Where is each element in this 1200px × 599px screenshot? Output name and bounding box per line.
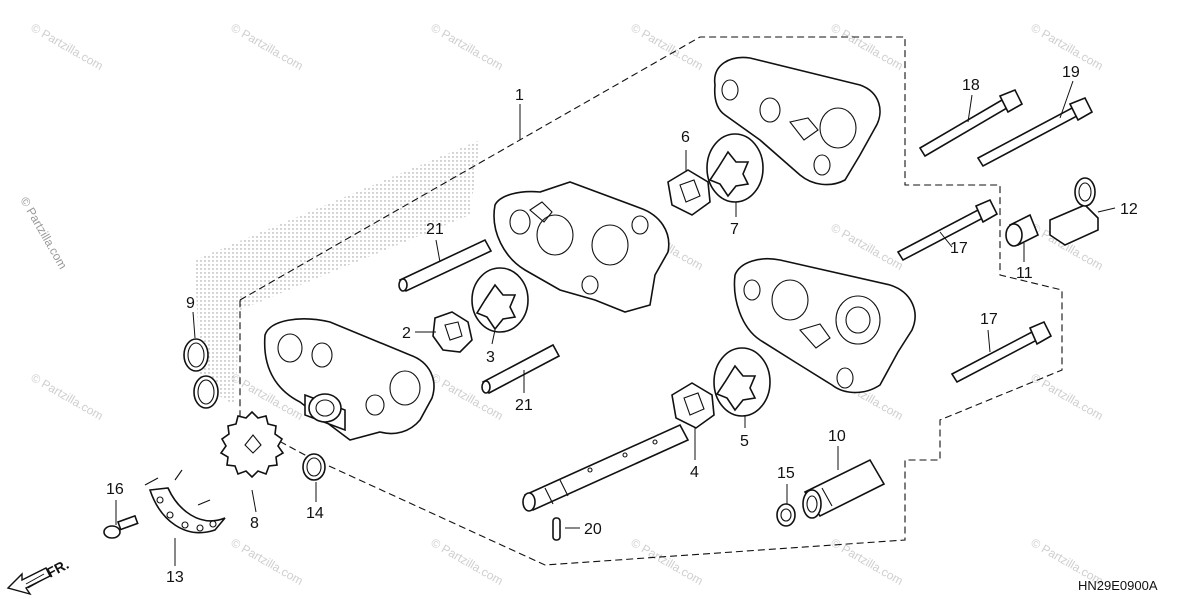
callout-13: 13 [166,569,184,586]
callout-17-lower: 17 [980,311,998,328]
rotor-5 [713,347,771,417]
watermark: © Partzilla.com [29,20,106,73]
collar-10 [802,458,886,519]
callout-17-upper: 17 [950,240,968,257]
watermark: © Partzilla.com [629,20,706,73]
washer-15 [776,503,796,527]
arrow-icon [6,567,51,596]
watermark: © Partzilla.com [829,535,906,588]
watermark: © Partzilla.com [229,20,306,73]
watermark: © Partzilla.com [429,535,506,588]
leader-lines [115,80,1116,566]
watermark: © Partzilla.com [1029,370,1106,423]
assembly-outline [239,36,1063,566]
rotor-2 [432,311,473,353]
callout-19: 19 [1062,64,1080,81]
callout-20: 20 [584,521,602,538]
sprocket-8 [219,410,285,479]
bolt-19 [976,96,1094,168]
watermark: © Partzilla.com [229,535,306,588]
pin-20 [552,517,561,541]
bolt-17-lower [950,320,1053,384]
bolt-18 [918,88,1024,158]
bushing-11 [1005,213,1040,247]
callout-2: 2 [402,325,411,342]
callout-21-upper: 21 [426,221,444,238]
dowel-pin-21-lower [481,343,561,395]
rotor-3 [471,267,529,333]
drawing-code: HN29E0900A [1078,578,1158,593]
pump-cover-left [263,318,435,441]
callout-15: 15 [777,465,795,482]
callout-18: 18 [962,77,980,94]
callout-4: 4 [690,464,699,481]
pump-body-right [733,258,916,394]
callout-5: 5 [740,433,749,450]
pump-cover-upper [713,56,881,186]
strainer-12 [1049,177,1099,246]
rotor-7 [706,133,764,203]
pump-shaft [522,423,690,512]
callout-8: 8 [250,515,259,532]
callout-14: 14 [306,505,324,522]
pump-body-center [493,181,670,313]
callout-9: 9 [186,295,195,312]
bolt-17-upper [896,198,999,262]
callout-21-lower: 21 [515,397,533,414]
watermark: © Partzilla.com [829,20,906,73]
callout-6: 6 [681,129,690,146]
callout-12: 12 [1120,201,1138,218]
callout-16: 16 [106,481,124,498]
watermark: © Partzilla.com [829,220,906,273]
watermark: © Partzilla.com [629,535,706,588]
rotor-6 [667,169,711,216]
watermark: © Partzilla.com [429,20,506,73]
watermark-layer: © Partzilla.com © Partzilla.com © Partzi… [17,20,1105,588]
stipple-shading [195,140,480,405]
dowel-pin-21-upper [398,238,493,293]
ring-14 [302,453,326,481]
callout-3: 3 [486,349,495,366]
watermark: © Partzilla.com [29,370,106,423]
o-ring-9 [183,338,219,409]
callout-11: 11 [1016,265,1033,282]
rotor-4 [671,382,715,429]
bolt-16 [103,514,139,539]
callout-7: 7 [730,221,739,238]
front-direction-arrow: FR. [6,556,71,596]
callout-1: 1 [515,87,524,104]
chain-13 [144,469,226,534]
callouts: 1 2 3 4 5 6 7 8 9 10 11 12 13 14 15 16 1… [106,64,1138,586]
callout-10: 10 [828,428,846,445]
watermark: © Partzilla.com [17,195,70,272]
